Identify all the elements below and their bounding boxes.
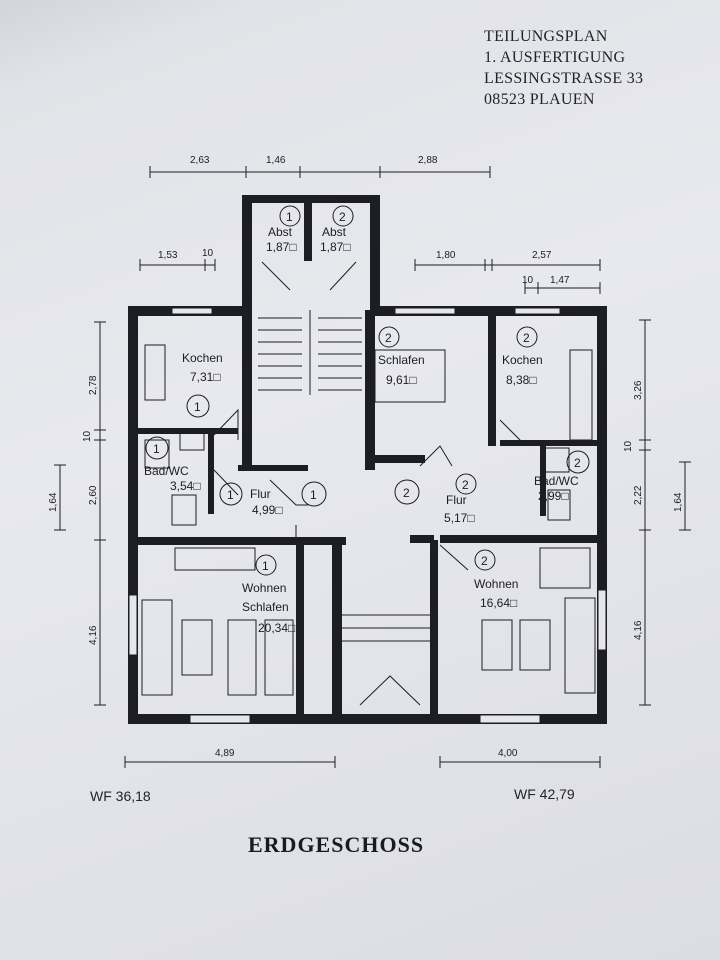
dim-row2-c: 1,80 bbox=[436, 250, 456, 261]
dim-right-d: 1,64 bbox=[673, 492, 684, 512]
header-line-4: 08523 PLAUEN bbox=[484, 91, 595, 108]
kochen1-unit: 1 bbox=[194, 400, 201, 414]
dim-left-d: 1,64 bbox=[48, 492, 59, 512]
floor-title: ERDGESCHOSS bbox=[248, 832, 425, 857]
bad1-unit: 1 bbox=[153, 442, 160, 456]
dim-right-c: 2,22 bbox=[633, 485, 644, 505]
wohnen1-name: Wohnen bbox=[242, 581, 286, 595]
dim-row3-b: 1,47 bbox=[550, 275, 570, 286]
wohnen1-area: 20,34□ bbox=[258, 621, 295, 635]
dimension-lines bbox=[54, 166, 691, 768]
unit-numbers: 1 2 1 1 1 1 1 2 2 2 2 2 2 bbox=[153, 210, 581, 573]
flur2-unit: 2 bbox=[462, 478, 469, 492]
flur2-area: 5,17□ bbox=[444, 511, 475, 525]
wohnen2-unit: 2 bbox=[481, 554, 488, 568]
plan-header: TEILUNGSPLAN 1. AUSFERTIGUNG LESSINGSTRA… bbox=[484, 26, 643, 110]
doors bbox=[213, 408, 526, 571]
wohnen2-name: Wohnen bbox=[474, 577, 518, 591]
dim-top-a: 2,63 bbox=[190, 155, 210, 166]
dim-row2-b: 10 bbox=[202, 248, 214, 259]
dim-right-b: 10 bbox=[623, 440, 634, 452]
dim-top-c: 2,88 bbox=[418, 155, 438, 166]
schlafen2-area: 9,61□ bbox=[386, 373, 417, 387]
living-area-right: WF 42,79 bbox=[514, 786, 575, 802]
furniture bbox=[141, 344, 596, 696]
kochen1-name: Kochen bbox=[182, 351, 223, 365]
wohnen1-name2: Schlafen bbox=[242, 600, 289, 614]
bad1-area: 3,54□ bbox=[170, 479, 201, 493]
kochen2-area: 8,38□ bbox=[506, 373, 537, 387]
header-line-3: LESSINGSTRASSE 33 bbox=[484, 70, 644, 87]
wohnen1-unit: 1 bbox=[262, 559, 269, 573]
header-line-2: 1. AUSFERTIGUNG bbox=[484, 49, 626, 66]
dim-bottom-right: 4,00 bbox=[498, 748, 518, 759]
dim-row2-d: 2,57 bbox=[532, 250, 552, 261]
dim-row2-a: 1,53 bbox=[158, 250, 178, 261]
dim-top-b: 1,46 bbox=[266, 155, 286, 166]
abst1-name: Abst bbox=[268, 225, 293, 239]
dim-right-e: 4,16 bbox=[633, 620, 644, 640]
bad2-area: 2,99□ bbox=[538, 489, 569, 503]
flur1-unit: 1 bbox=[227, 488, 234, 502]
kochen2-unit: 2 bbox=[523, 331, 530, 345]
walls bbox=[128, 195, 607, 724]
bad2-unit: 2 bbox=[574, 456, 581, 470]
dimension-labels: 2,63 1,46 2,88 1,53 10 1,80 2,57 10 1,47… bbox=[48, 155, 684, 759]
abst2-name: Abst bbox=[322, 225, 347, 239]
header-line-1: TEILUNGSPLAN bbox=[484, 28, 608, 45]
dim-bottom-left: 4,89 bbox=[215, 748, 235, 759]
abst1-unit: 1 bbox=[286, 210, 293, 224]
living-area-left: WF 36,18 bbox=[90, 788, 151, 804]
bad1-name: Bad/WC bbox=[144, 464, 189, 478]
dim-left-e: 4,16 bbox=[88, 625, 99, 645]
abst2-unit: 2 bbox=[339, 210, 346, 224]
stair-unit1: 1 bbox=[310, 488, 317, 502]
staircase bbox=[258, 261, 430, 706]
stair-unit2: 2 bbox=[403, 486, 410, 500]
schlafen2-name: Schlafen bbox=[378, 353, 425, 367]
flur2-name: Flur bbox=[446, 493, 467, 507]
dim-right-a: 3,26 bbox=[633, 380, 644, 400]
dim-left-c: 2,60 bbox=[88, 485, 99, 505]
flur1-name: Flur bbox=[250, 487, 271, 501]
kochen2-name: Kochen bbox=[502, 353, 543, 367]
windows bbox=[128, 307, 607, 724]
dim-left-b: 10 bbox=[82, 430, 93, 442]
abst1-area: 1,87□ bbox=[266, 240, 297, 254]
dim-left-a: 2,78 bbox=[88, 375, 99, 395]
abst2-area: 1,87□ bbox=[320, 240, 351, 254]
dim-row3-a: 10 bbox=[522, 275, 534, 286]
bad2-name: Bad/WC bbox=[534, 474, 579, 488]
schlafen2-unit: 2 bbox=[385, 331, 392, 345]
room-labels: Abst 1,87□ Abst 1,87□ Kochen 7,31□ Bad/W… bbox=[144, 225, 579, 635]
unit-circles bbox=[145, 205, 590, 576]
flur1-area: 4,99□ bbox=[252, 503, 283, 517]
kochen1-area: 7,31□ bbox=[190, 370, 221, 384]
wohnen2-area: 16,64□ bbox=[480, 596, 517, 610]
